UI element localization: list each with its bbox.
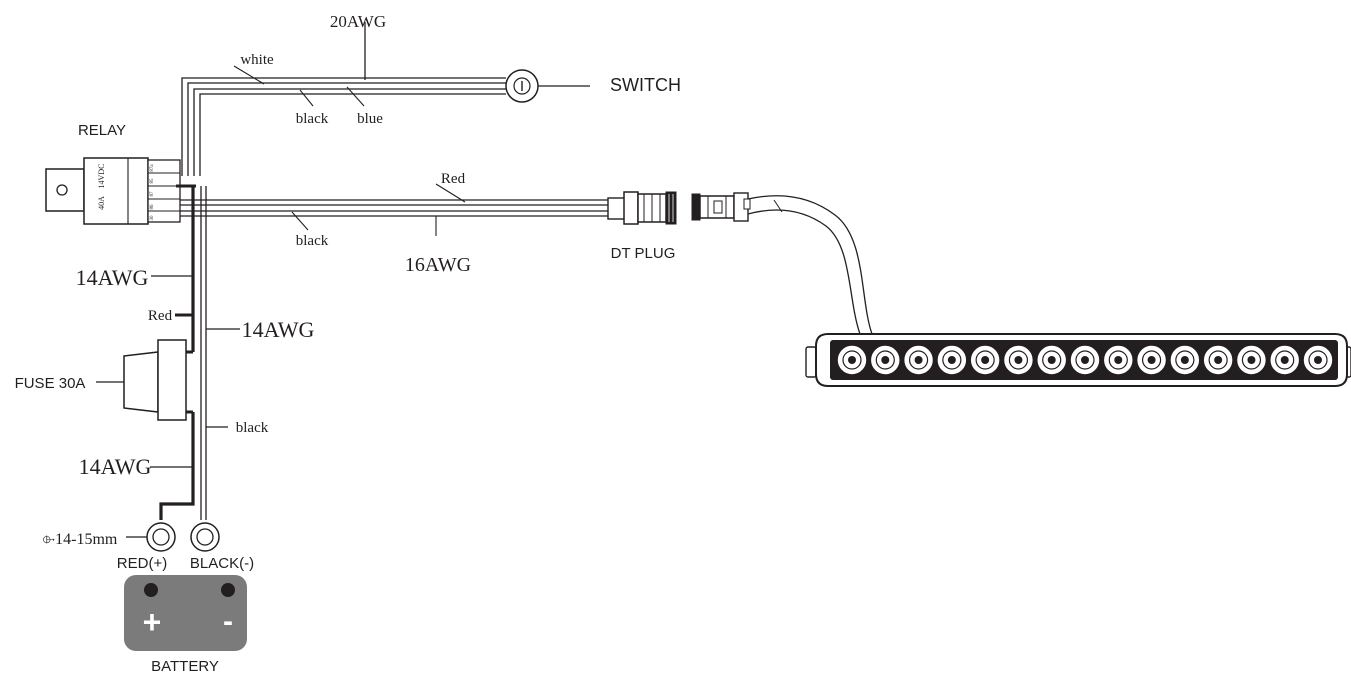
led-emitter xyxy=(848,356,856,364)
switch xyxy=(505,69,590,103)
led-emitter xyxy=(881,356,890,364)
led-reflector xyxy=(1308,350,1328,370)
led-reflector xyxy=(908,350,929,370)
led-reflector xyxy=(1241,350,1262,370)
dt-plug-label: DT PLUG xyxy=(611,245,676,262)
relay-pin-87a: 87a xyxy=(150,164,155,172)
battery-negative-post xyxy=(221,583,235,597)
wire-label-black-lower: black xyxy=(236,420,269,436)
led-reflector xyxy=(1042,350,1062,370)
lightbar-harness xyxy=(180,183,610,236)
relay-pin-86: 86 xyxy=(150,204,155,210)
wire-label-blue: blue xyxy=(357,111,383,127)
led-emitter xyxy=(1314,356,1322,364)
led-emitter xyxy=(1114,356,1123,364)
lightbar-connector xyxy=(691,192,751,222)
wire-label-red-mid: Red xyxy=(441,171,466,187)
wire-label-black-top: black xyxy=(296,111,329,127)
battery-positive-post xyxy=(144,583,158,597)
led-emitter xyxy=(1147,356,1156,364)
switch-label: SWITCH xyxy=(610,75,681,95)
gauge-label-14awg-black: 14AWG xyxy=(242,317,315,342)
led-light-bar xyxy=(805,333,1351,387)
gauge-label-14awg-relay: 14AWG xyxy=(76,265,149,290)
battery-minus-sign: - xyxy=(223,605,233,638)
wire-label-white: white xyxy=(240,52,274,68)
led-emitter xyxy=(1180,356,1189,364)
led-reflector xyxy=(1075,350,1095,370)
relay-voltage: 14VDC xyxy=(97,164,106,189)
gauge-label-20awg: 20AWG xyxy=(330,12,386,31)
led-emitter xyxy=(914,356,923,364)
led-emitter xyxy=(1047,356,1056,364)
dt-plug xyxy=(607,191,677,225)
gauge-label-14awg-battery: 14AWG xyxy=(79,454,152,479)
relay-rating: 40A xyxy=(97,196,106,210)
led-emitter xyxy=(1280,356,1289,364)
gauge-label-16awg: 16AWG xyxy=(405,254,471,276)
led-emitter xyxy=(1214,356,1223,364)
relay-pin-87: 87 xyxy=(150,191,155,197)
switch-harness xyxy=(181,22,506,176)
led-emitter xyxy=(1014,356,1023,364)
led-emitter xyxy=(1247,356,1256,364)
led-reflector xyxy=(1175,350,1195,370)
battery-plus-sign: + xyxy=(143,604,162,640)
battery-label: BATTERY xyxy=(151,658,219,674)
led-emitter xyxy=(1081,356,1089,364)
ring-size-label: ⌱14-15mm xyxy=(43,531,118,548)
led-reflector xyxy=(1275,350,1295,370)
led-array xyxy=(836,344,1334,376)
led-reflector xyxy=(1141,350,1162,370)
relay-pin-30: 30 xyxy=(150,215,155,221)
led-reflector xyxy=(1208,350,1228,370)
wire-label-red-short: Red xyxy=(148,308,173,324)
led-reflector xyxy=(1108,350,1128,370)
fuse-holder xyxy=(96,339,187,421)
led-reflector xyxy=(875,350,895,370)
relay: 40A 14VDC 87a 85 87 86 30 xyxy=(45,157,181,225)
led-reflector xyxy=(942,350,962,370)
lightbar-cable xyxy=(747,195,873,335)
power-harness xyxy=(150,184,240,520)
black-terminal-label: BLACK(-) xyxy=(190,555,254,572)
fuse-label: FUSE 30A xyxy=(15,375,86,392)
ring-terminals xyxy=(126,522,220,552)
led-emitter xyxy=(981,356,990,364)
battery: + - xyxy=(124,575,247,651)
relay-label: RELAY xyxy=(78,122,126,139)
led-reflector xyxy=(842,350,862,370)
wire-label-black-mid: black xyxy=(296,233,329,249)
relay-pin-85: 85 xyxy=(150,178,155,184)
led-reflector xyxy=(975,350,995,370)
led-reflector xyxy=(1008,350,1029,370)
red-terminal-label: RED(+) xyxy=(117,555,167,572)
led-emitter xyxy=(947,356,956,364)
